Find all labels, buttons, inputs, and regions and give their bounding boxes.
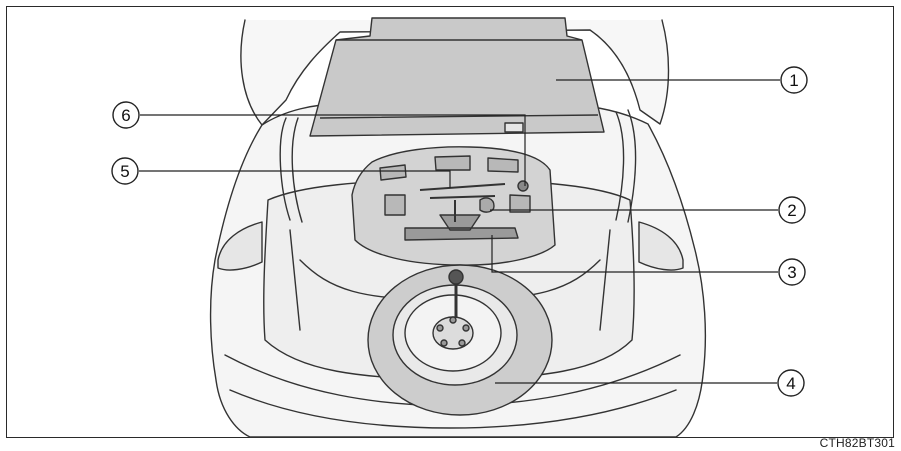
callout-6-label: 6 (121, 106, 130, 125)
tool-tray-slots (379, 155, 531, 216)
left-hinge (279, 117, 303, 223)
callout-1: 1 (780, 66, 808, 94)
callout-2: 2 (778, 196, 806, 224)
callout-6: 6 (112, 101, 140, 129)
callout-4-label: 4 (786, 374, 795, 393)
leader-6 (140, 114, 526, 186)
callout-5: 5 (111, 157, 139, 185)
wheel-nut-wrench (479, 197, 495, 213)
callout-4: 4 (777, 369, 805, 397)
floor-cover-handle (504, 122, 524, 133)
callout-3: 3 (778, 258, 806, 286)
callout-2-label: 2 (787, 201, 796, 220)
floor-cover-panel (309, 17, 605, 137)
callout-5-label: 5 (120, 162, 129, 181)
jack-handle (419, 183, 506, 222)
callout-1-label: 1 (789, 71, 798, 90)
callout-3-label: 3 (787, 263, 796, 282)
figure-code: CTH82BT301 (819, 436, 895, 450)
jack (404, 214, 519, 241)
floor-cover-lip (319, 39, 599, 119)
tire-hold-down-knob (448, 269, 464, 285)
towing-eyelet (517, 180, 529, 192)
lug-holes (436, 316, 470, 347)
leader-5 (139, 170, 451, 188)
left-tail-light (217, 221, 263, 271)
leader-3 (491, 235, 778, 273)
right-tail-light (638, 221, 684, 271)
